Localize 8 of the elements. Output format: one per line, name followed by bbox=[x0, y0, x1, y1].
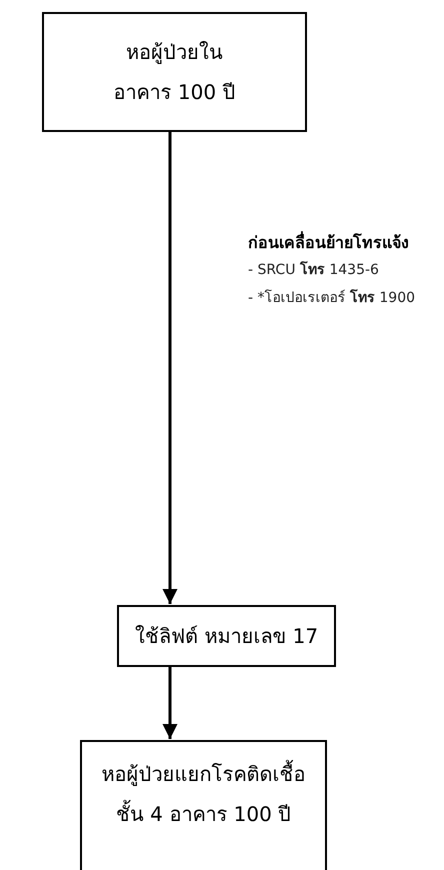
arrow bbox=[162, 132, 178, 604]
isolation-ward-box: หอผู้ป่วยแยกโรคติดเชื้อ ชั้น 4 อาคาร 100 ปี bbox=[80, 740, 327, 870]
ward-box: หอผู้ป่วยใน อาคาร 100 ปี bbox=[42, 12, 307, 132]
note-text: - *โอเปอเรเตอร์ โทร 1900 bbox=[248, 288, 416, 308]
elevator-box: ใช้ลิฟต์ หมายเลข 17 bbox=[117, 605, 336, 667]
note-heading: ก่อนเคลื่อนย้ายโทรแจ้ง bbox=[248, 230, 409, 254]
arrow bbox=[162, 667, 178, 739]
note-text: - SRCU โทร 1435-6 bbox=[248, 260, 379, 280]
